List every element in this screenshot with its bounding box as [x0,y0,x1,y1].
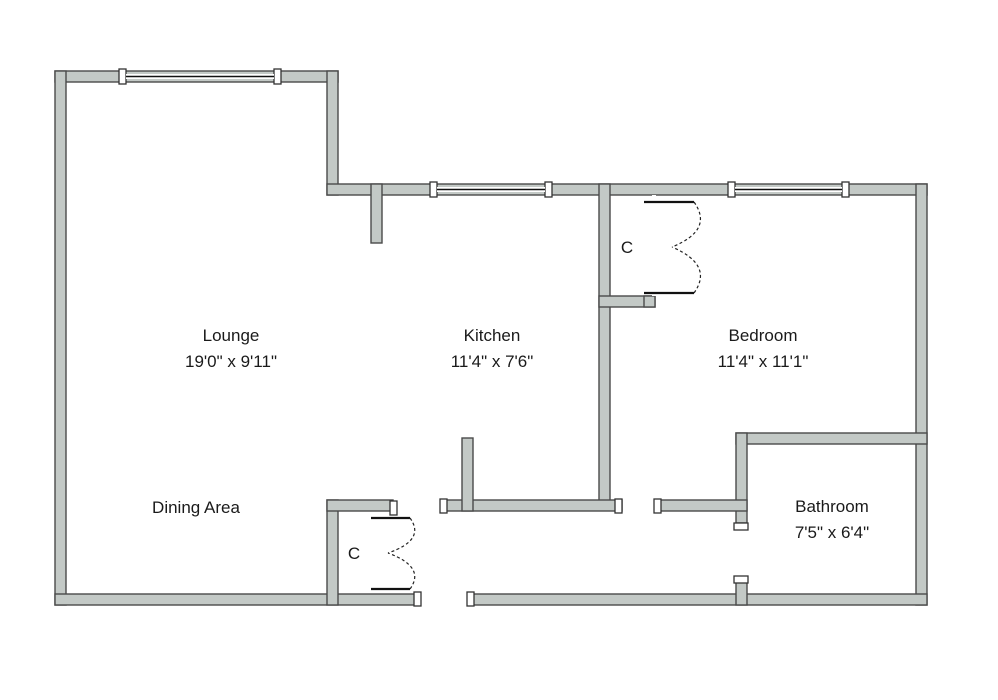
bedroom-size: 11'4" x 11'1" [718,352,809,371]
bedroom-name: Bedroom [729,326,798,345]
bathroom-size: 7'5" x 6'4" [795,523,869,542]
wall-closet-end [643,295,656,308]
window-kitchen [429,181,553,198]
windows [118,68,850,198]
lounge-closet-label: C [348,544,360,563]
kitchen-name: Kitchen [464,326,521,345]
door-jambs [389,498,749,607]
bedroom-closet-label: C [621,238,633,257]
wall-kitchen-stub-lower [461,437,474,512]
wall-kitchen-bedroom [598,183,611,507]
wall-bathroom-post [735,580,748,606]
wall-bathroom-top [735,432,928,445]
walls [54,70,928,606]
lounge-closet-doors [371,516,416,591]
wall-right [915,183,928,606]
dining-area-name: Dining Area [152,498,240,517]
wall-lounge-left [54,70,67,606]
lounge-size: 19'0" x 9'11" [185,352,277,371]
wall-kitchen-stub-top [370,183,383,244]
lounge-name: Lounge [203,326,260,345]
bedroom-closet-doors [644,195,702,296]
window-lounge [118,68,282,85]
wall-lounge-step [326,70,339,196]
wall-bedroom-bottom [654,499,748,512]
wall-lounge-closet-left [326,499,339,606]
kitchen-size: 11'4" x 7'6" [451,352,534,371]
room-labels: Lounge 19'0" x 9'11" Kitchen 11'4" x 7'6… [152,238,869,563]
window-bedroom [727,181,850,198]
wall-bottom-right [469,593,928,606]
wall-lounge-closet-top [326,499,394,512]
bathroom-name: Bathroom [795,497,869,516]
wall-bottom-left [54,593,421,606]
